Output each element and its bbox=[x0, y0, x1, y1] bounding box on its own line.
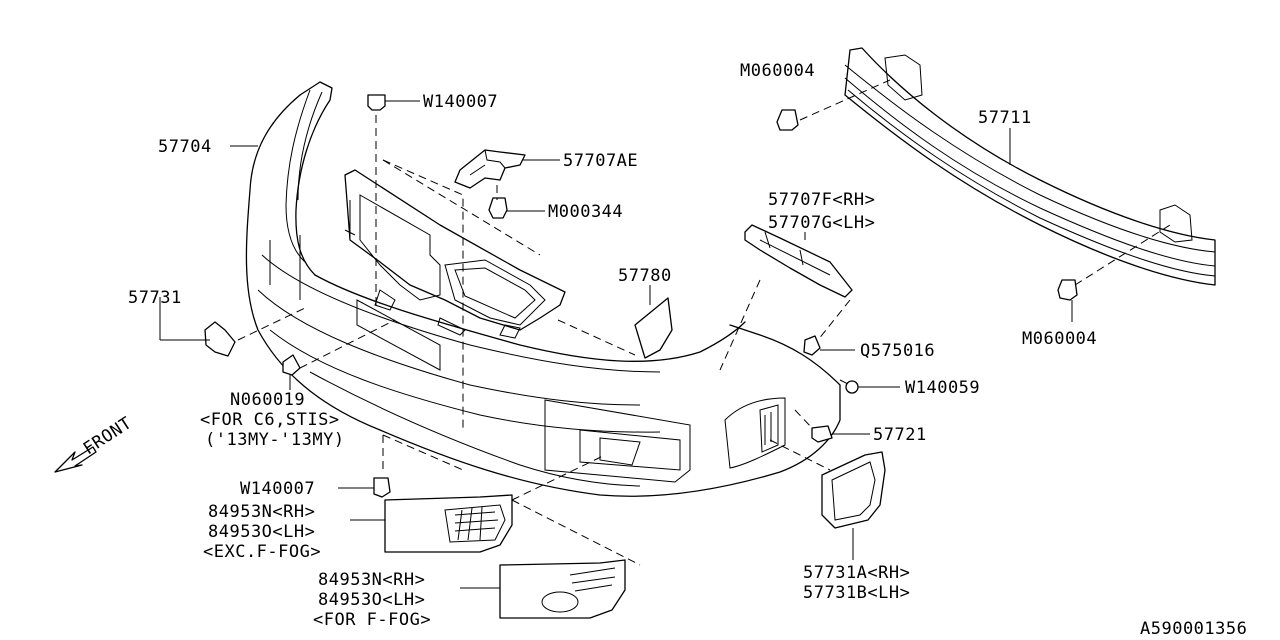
label-84953O-b: 84953O<LH> bbox=[318, 590, 425, 610]
diagram-id: A590001356 bbox=[1140, 619, 1247, 639]
reinforcement-beam bbox=[844, 47, 1216, 286]
part-57731 bbox=[204, 321, 236, 357]
label-57707F: 57707F<RH> bbox=[768, 190, 875, 210]
label-84953O-a: 84953O<LH> bbox=[208, 522, 315, 542]
part-57780 bbox=[634, 297, 673, 359]
label-57780: 57780 bbox=[618, 266, 672, 286]
label-57707AE: 57707AE bbox=[563, 151, 638, 171]
label-57707G: 57707G<LH> bbox=[768, 213, 875, 233]
fog-cover-exc bbox=[384, 494, 513, 553]
leader-lines bbox=[159, 100, 1073, 589]
front-label: FRONT bbox=[80, 413, 136, 459]
label-m000344: M000344 bbox=[548, 202, 623, 222]
label-57704: 57704 bbox=[158, 137, 212, 157]
label-57731: 57731 bbox=[128, 288, 182, 308]
label-w140007-top: W140007 bbox=[423, 92, 498, 112]
label-q575016: Q575016 bbox=[860, 341, 935, 361]
label-n060019-note1: <FOR C6,STIS> bbox=[200, 410, 340, 430]
assembly-lines bbox=[237, 79, 1171, 566]
bracket-57707AE bbox=[454, 149, 526, 189]
front-arrow: FRONT bbox=[54, 413, 136, 473]
label-m060004-top: M060004 bbox=[740, 61, 815, 81]
label-for-ffog: <FOR F-FOG> bbox=[313, 610, 431, 630]
label-57731B: 57731B<LH> bbox=[803, 583, 910, 603]
fasteners bbox=[282, 94, 1078, 498]
label-exc-ffog: <EXC.F-FOG> bbox=[203, 542, 321, 562]
label-57711: 57711 bbox=[978, 108, 1032, 128]
label-n060019: N060019 bbox=[230, 390, 305, 410]
label-w140007-bottom: W140007 bbox=[240, 479, 315, 499]
label-57721: 57721 bbox=[873, 425, 927, 445]
label-84953N-b: 84953N<RH> bbox=[318, 570, 425, 590]
label-84953N-a: 84953N<RH> bbox=[208, 502, 315, 522]
fog-cover-ffog bbox=[499, 559, 626, 619]
label-w140059: W140059 bbox=[905, 378, 980, 398]
bumper-cover bbox=[245, 81, 841, 497]
callout-labels: 57704 W140007 57707AE M000344 M060004 57… bbox=[128, 61, 1247, 639]
fog-cover-57731A bbox=[821, 451, 886, 529]
label-n060019-note2: ('13MY-'13MY) bbox=[205, 430, 345, 450]
side-bracket-57707F bbox=[744, 224, 853, 298]
label-m060004-bottom: M060004 bbox=[1022, 329, 1097, 349]
upper-support-frame bbox=[344, 169, 566, 339]
label-57731A: 57731A<RH> bbox=[803, 563, 910, 583]
